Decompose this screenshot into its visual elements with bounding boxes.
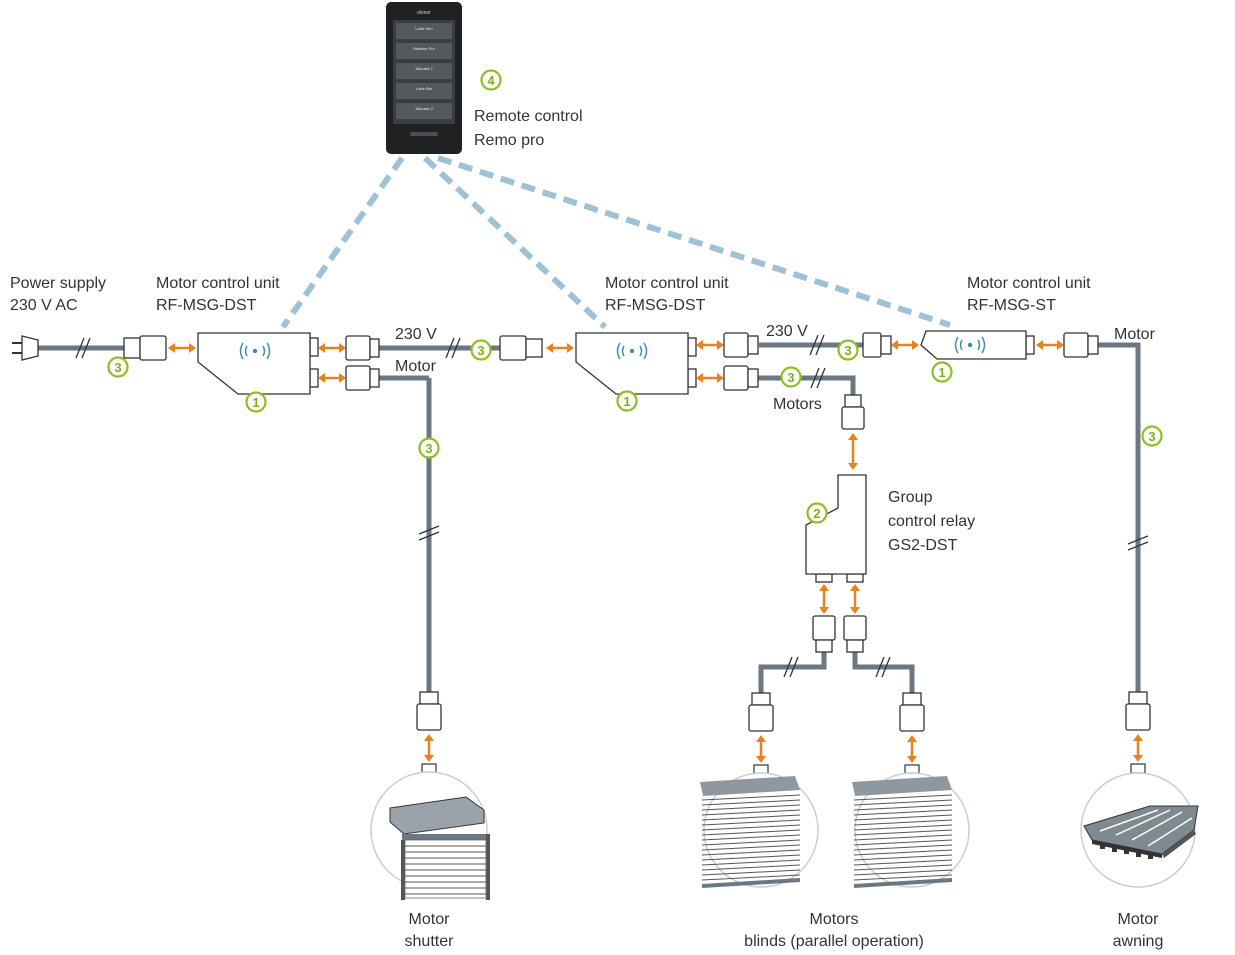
motor-control-unit-3 <box>920 330 1027 360</box>
remote-model: Remo pro <box>474 132 544 149</box>
connection-arrows <box>168 340 1143 763</box>
relay-model: GS2-DST <box>888 537 958 554</box>
remote-row-label: Jalousie 1 <box>415 66 434 71</box>
unit-2-title: Motor control unit <box>605 275 729 292</box>
badge-unit-2: 1 <box>616 390 638 412</box>
badge-number: 1 <box>938 365 945 380</box>
awning-device: Motor awning <box>1080 763 1199 950</box>
badge-relay: 2 <box>806 502 828 524</box>
remote-row-label: Lade Hen <box>415 26 432 31</box>
badge-number: 3 <box>114 360 121 375</box>
shutter-label-line1: Motor <box>409 911 451 928</box>
wire-label-motor-a: Motor <box>395 358 437 375</box>
radio-link-unit-1 <box>280 156 405 329</box>
wire-label-motors-b: Motors <box>773 396 822 413</box>
remote-control: elsner Lade Hen Markise Pro Jalousie 1 L… <box>386 2 462 154</box>
badge-unit-3: 1 <box>931 361 953 383</box>
remote-row-label: Lade Bar <box>416 86 433 91</box>
power-plug-icon <box>12 335 39 361</box>
radio-link-unit-3 <box>437 155 951 328</box>
radio-wave-icon <box>616 342 621 360</box>
power-supply-label: Power supply <box>10 275 106 292</box>
badge-number: 1 <box>252 395 259 410</box>
badge-cable-awning: 3 <box>1141 425 1163 447</box>
badge-number: 3 <box>1148 429 1155 444</box>
relay-title: Group <box>888 489 933 506</box>
unit-1-model: RF-MSG-DST <box>156 297 257 314</box>
wire-label-motor-c: Motor <box>1114 326 1156 343</box>
shutter-icon <box>389 796 490 900</box>
badge-number: 3 <box>477 343 484 358</box>
badge-number: 2 <box>813 506 820 521</box>
group-control-relay <box>805 474 867 575</box>
badge-unit-1: 1 <box>245 391 267 413</box>
shutter-device: Motor shutter <box>370 763 490 950</box>
radio-wave-icon <box>954 336 959 354</box>
radio-link-unit-2 <box>422 155 608 330</box>
unit-3-model: RF-MSG-ST <box>967 297 1056 314</box>
blind-icon-left <box>700 776 801 888</box>
remote-brand: elsner <box>417 10 431 16</box>
radio-wave-icon <box>239 342 244 360</box>
radio-links <box>280 155 951 330</box>
badge-cable-motors: 3 <box>780 366 802 388</box>
badge-cable-shutter: 3 <box>418 437 440 459</box>
shutter-label-line2: shutter <box>405 933 455 950</box>
blinds-label-line1: Motors <box>810 911 859 928</box>
cable-break-marks <box>75 334 1149 678</box>
motor-control-unit-2 <box>575 332 689 395</box>
remote-row-label: Jalousie 2 <box>415 106 434 111</box>
badge-number: 3 <box>787 370 794 385</box>
unit-2-model: RF-MSG-DST <box>605 297 706 314</box>
relay-subtitle: control relay <box>888 513 975 530</box>
blinds-label-line2: blinds (parallel operation) <box>744 933 924 950</box>
unit-1-title: Motor control unit <box>156 275 280 292</box>
badge-number: 3 <box>844 343 851 358</box>
wire-label-230v-a: 230 V <box>395 326 437 343</box>
badge-cable-230v-a: 3 <box>470 339 492 361</box>
awning-icon <box>1083 805 1199 859</box>
motor-control-unit-1 <box>197 332 311 395</box>
power-voltage-label: 230 V AC <box>10 297 78 314</box>
awning-label-line1: Motor <box>1118 911 1160 928</box>
badge-cable-power: 3 <box>107 356 129 378</box>
badge-cable-230v-b: 3 <box>837 339 859 361</box>
blind-icon-right <box>852 776 953 888</box>
remote-badge-number: 4 <box>487 73 495 88</box>
remote-row-label: Markise Pro <box>413 46 435 51</box>
blinds-device: Motors blinds (parallel operation) <box>700 764 970 950</box>
wire-label-230v-b: 230 V <box>766 323 808 340</box>
badge-number: 3 <box>425 441 432 456</box>
remote-title: Remote control <box>474 108 583 125</box>
remote-badge: 4 <box>480 69 502 91</box>
unit-3-title: Motor control unit <box>967 275 1091 292</box>
badge-number: 1 <box>623 394 630 409</box>
awning-label-line2: awning <box>1113 933 1164 950</box>
remote-screen-rows: Lade Hen Markise Pro Jalousie 1 Lade Bar… <box>396 23 452 119</box>
vertical-connectors <box>416 394 1151 732</box>
